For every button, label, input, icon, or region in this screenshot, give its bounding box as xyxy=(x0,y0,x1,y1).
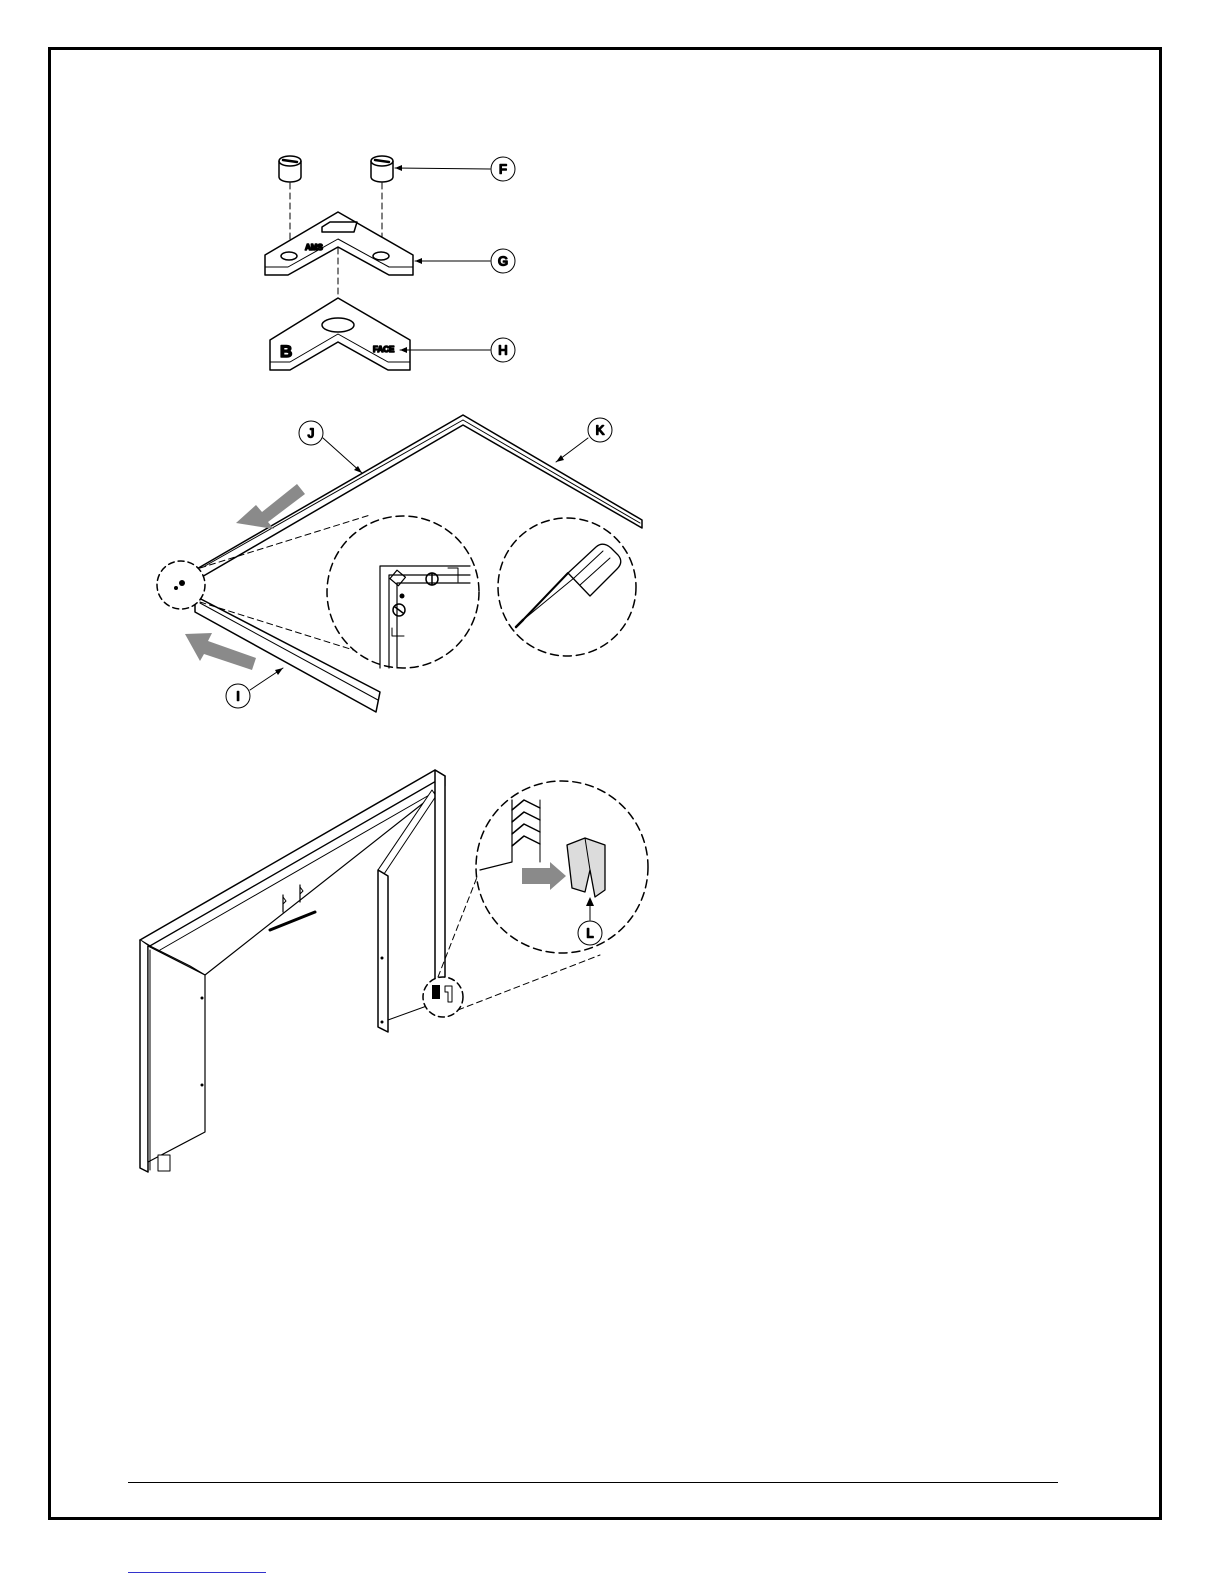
svg-text:I: I xyxy=(236,689,240,704)
bracket-g-marking: AMS xyxy=(305,243,323,252)
figure-bracket-assembly: AMS B FACE F G H xyxy=(265,156,515,370)
svg-text:J: J xyxy=(308,426,315,441)
svg-text:F: F xyxy=(499,162,507,177)
figure-assembled-frame: L xyxy=(140,770,648,1172)
screwdriver-detail xyxy=(498,518,636,656)
clip-detail-large xyxy=(476,781,648,953)
svg-text:H: H xyxy=(498,343,507,358)
bracket-h-letter: B xyxy=(280,342,292,361)
callout-l: L xyxy=(578,921,602,945)
callout-g: G xyxy=(491,249,515,273)
svg-text:L: L xyxy=(586,926,593,941)
callout-k: K xyxy=(588,418,612,442)
svg-text:G: G xyxy=(498,254,508,269)
callout-f: F xyxy=(491,157,515,181)
bracket-h-face: FACE xyxy=(373,345,395,354)
callout-i: I xyxy=(226,684,250,708)
clip-detail-small xyxy=(423,977,463,1017)
svg-text:K: K xyxy=(596,423,605,438)
callout-h: H xyxy=(491,338,515,362)
figure-frame-rails: J K I xyxy=(157,415,642,712)
corner-detail-large xyxy=(327,516,479,668)
callout-j: J xyxy=(299,421,323,445)
